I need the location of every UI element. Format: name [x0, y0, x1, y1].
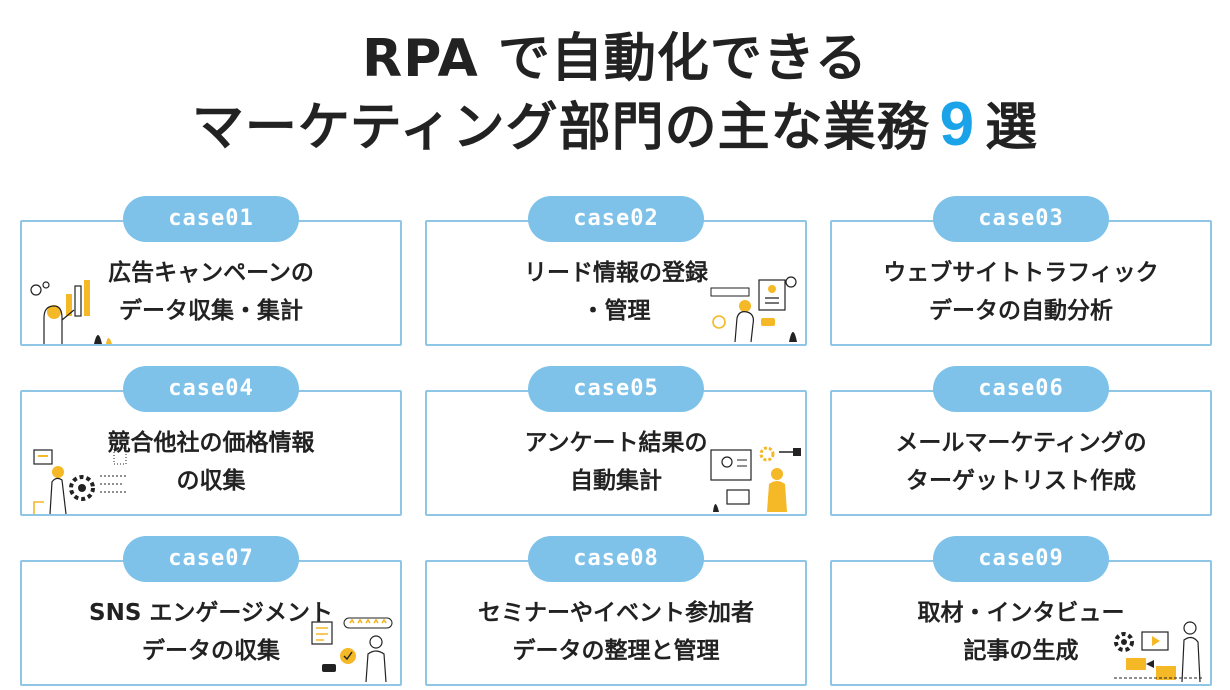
case-title-line-1: ウェブサイトトラフィック	[883, 260, 1159, 286]
video-content-icon	[1114, 621, 1204, 683]
case-title: リード情報の登録 ・管理	[425, 254, 807, 330]
title-line-1: RPA で自動化できる	[362, 29, 868, 89]
case-title: アンケート結果の 自動集計	[425, 424, 807, 500]
case-title-line-2: データの整理と管理	[512, 638, 720, 664]
case-title: メールマーケティングの ターゲットリスト作成	[830, 424, 1212, 500]
case-badge: case08	[528, 536, 704, 582]
case-title-line-2: の収集	[176, 468, 246, 494]
case-title-line-1: メールマーケティングの	[895, 430, 1147, 456]
case-title-line-1: 広告キャンペーンの	[108, 260, 314, 286]
case-card-03: case03 ウェブサイトトラフィック データの自動分析	[830, 196, 1212, 346]
case-badge: case09	[933, 536, 1109, 582]
case-badge: case05	[528, 366, 704, 412]
case-title-line-2: データの収集	[142, 638, 280, 664]
case-card-02: case02 リード情報の登録 ・管理	[425, 196, 807, 346]
case-badge: case03	[933, 196, 1109, 242]
case-title-line-1: 取材・インタビュー	[917, 600, 1125, 626]
case-card-08: case08 セミナーやイベント参加者 データの整理と管理	[425, 536, 807, 686]
case-title: ウェブサイトトラフィック データの自動分析	[830, 254, 1212, 330]
case-title: セミナーやイベント参加者 データの整理と管理	[425, 594, 807, 670]
case-title-line-1: 競合他社の価格情報	[107, 430, 315, 456]
case-title-line-2: データの自動分析	[929, 298, 1113, 324]
case-badge: case06	[933, 366, 1109, 412]
case-title-line-2: ターゲットリスト作成	[906, 468, 1136, 494]
title-number: 9	[939, 90, 976, 159]
lead-profile-icon	[710, 276, 797, 343]
case-card-06: case06 メールマーケティングの ターゲットリスト作成	[830, 366, 1212, 516]
case-card-09: case09 取材・インタビュー 記事の生成	[830, 536, 1212, 686]
case-title: SNS エンゲージメント データの収集	[20, 594, 402, 670]
case-card-01: case01 広告キャンペーンの データ収集・集計	[20, 196, 402, 346]
case-card-07: case07 SNS エンゲージメント データの収集	[20, 536, 402, 686]
case-badge: case07	[123, 536, 299, 582]
case-title-line-1: アンケート結果の	[524, 430, 708, 456]
case-grid: case01 広告キャンペーンの データ収集・集計 case02 リード情報の登…	[20, 196, 1212, 690]
case-title-line-1: SNS エンゲージメント	[89, 600, 333, 626]
case-title-line-2: データ収集・集計	[119, 298, 303, 324]
title-suffix: 選	[985, 98, 1039, 158]
case-title-line-2: ・管理	[581, 298, 651, 324]
case-card-04: case04 競合他社の価格情報 の収集	[20, 366, 402, 516]
case-title: 広告キャンペーンの データ収集・集計	[20, 254, 402, 330]
title-line-2-text: マーケティング部門の主な業務	[191, 98, 930, 158]
survey-people-icon	[710, 446, 801, 512]
case-title: 取材・インタビュー 記事の生成	[830, 594, 1212, 670]
case-title-line-2: 記事の生成	[963, 638, 1079, 664]
research-gear-icon	[33, 447, 127, 515]
case-badge: case04	[123, 366, 299, 412]
social-rating-icon	[311, 617, 393, 683]
case-title-line-1: セミナーやイベント参加者	[478, 600, 754, 626]
case-title-line-1: リード情報の登録	[524, 260, 708, 286]
case-card-05: case05 アンケート結果の 自動集計	[425, 366, 807, 516]
case-title-line-2: 自動集計	[570, 468, 662, 494]
marketing-analytics-icon	[30, 280, 112, 344]
case-badge: case01	[123, 196, 299, 242]
case-badge: case02	[528, 196, 704, 242]
case-title: 競合他社の価格情報 の収集	[20, 424, 402, 500]
